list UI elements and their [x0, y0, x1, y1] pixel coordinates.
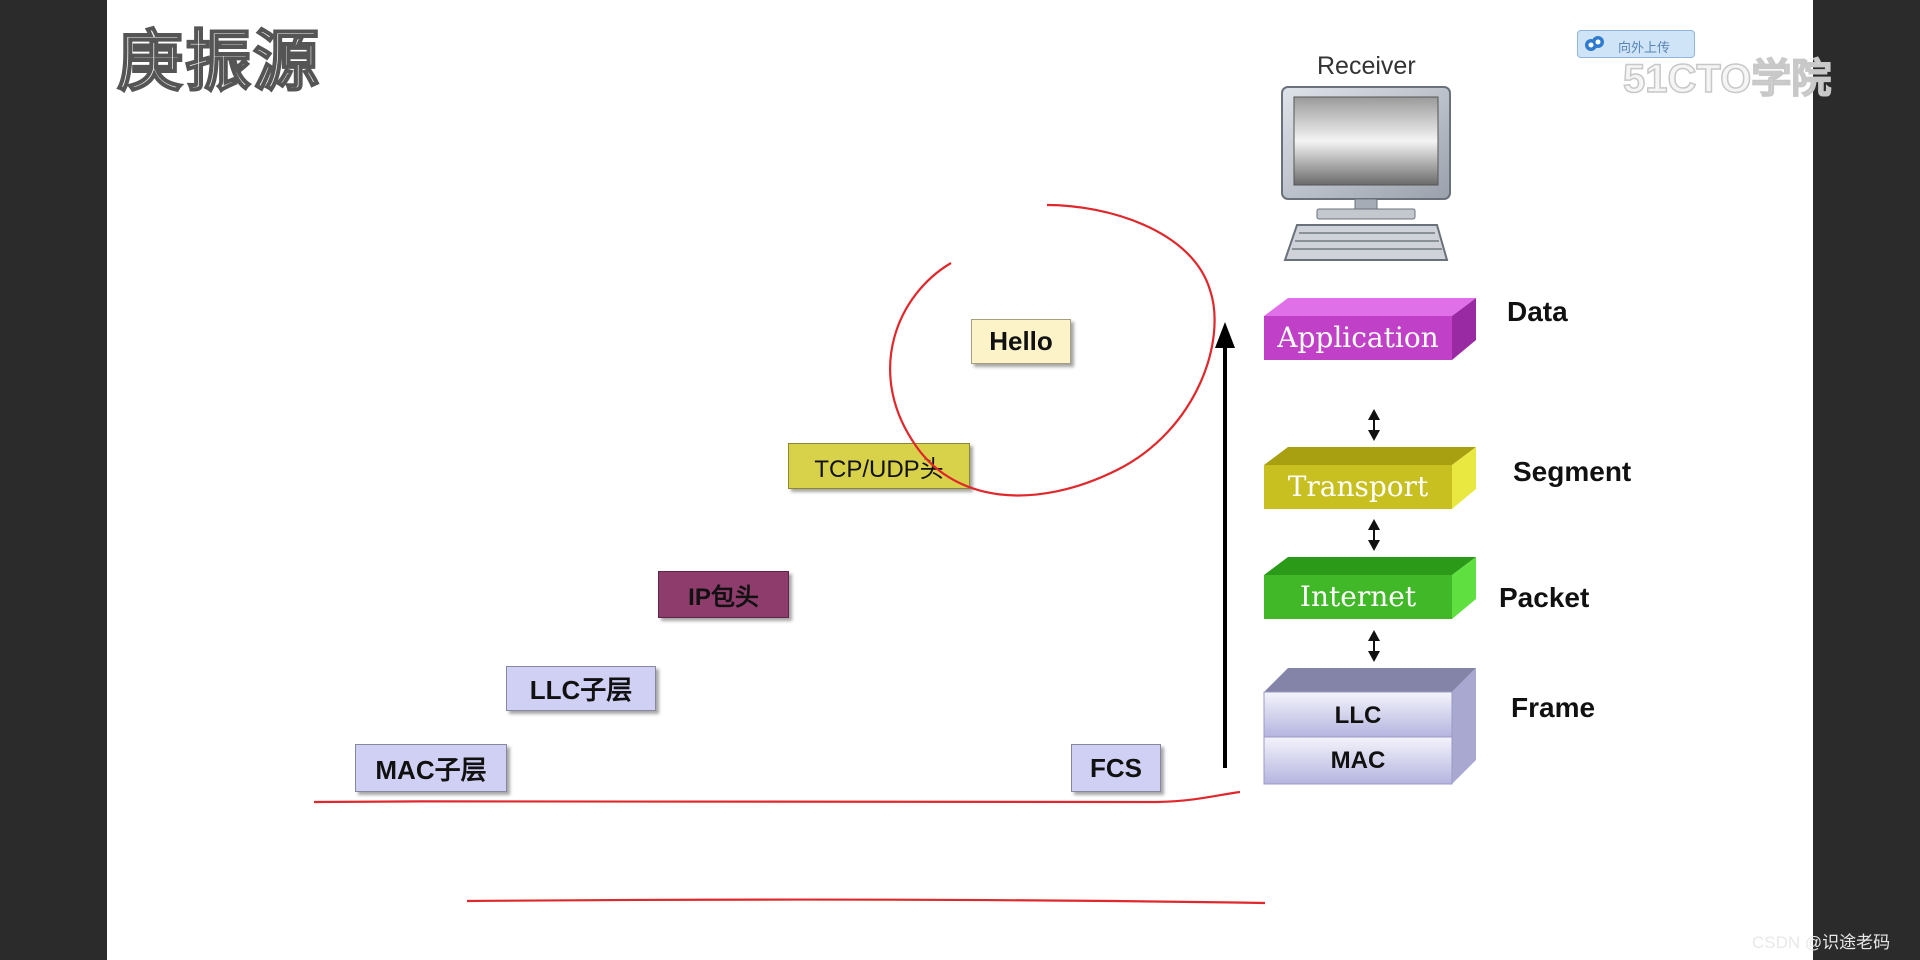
- double-arrow-icon: [1368, 630, 1380, 662]
- cloud-icon: [1585, 36, 1604, 51]
- hello-box: Hello: [971, 319, 1071, 364]
- mac-sublayer-box: MAC子层: [355, 744, 507, 792]
- tcp-udp-header-box: TCP/UDP头: [788, 443, 970, 489]
- mac-layer-label: MAC: [1330, 747, 1386, 774]
- brand-small-text: 向外上传: [1618, 40, 1671, 55]
- internet-layer-label: Internet: [1299, 579, 1417, 613]
- llc-sublayer-box: LLC子层: [506, 666, 656, 711]
- application-layer-label: Application: [1277, 320, 1439, 354]
- computer-icon: [1281, 86, 1451, 261]
- pdu-frame-label: Frame: [1511, 692, 1596, 723]
- slide: 庚振源 向外上传 51CTO学院 Receiver: [107, 0, 1832, 960]
- upward-arrow: [1215, 322, 1235, 768]
- receiver-label: Receiver: [1317, 52, 1416, 80]
- fcs-box: FCS: [1071, 744, 1161, 792]
- brand-main-text: 51CTO学院: [1622, 56, 1832, 102]
- brand-logo: 向外上传 51CTO学院: [1577, 28, 1832, 102]
- brand-badge: 向外上传: [1577, 30, 1695, 58]
- pdu-segment-label: Segment: [1513, 456, 1632, 487]
- footer-credit: CSDN @识途老码: [1752, 933, 1891, 952]
- internet-layer-block: Internet: [1264, 557, 1476, 620]
- datalink-layer-block: LLC MAC: [1263, 668, 1476, 785]
- double-arrow-icon: [1368, 519, 1380, 551]
- pdu-data-label: Data: [1507, 296, 1568, 327]
- double-arrow-icon: [1368, 409, 1380, 441]
- transport-layer-label: Transport: [1287, 469, 1429, 503]
- application-layer-block: Application: [1264, 298, 1476, 361]
- ip-header-box: IP包头: [658, 571, 789, 618]
- watermark-title: 庚振源: [116, 22, 321, 101]
- llc-layer-label: LLC: [1334, 702, 1382, 729]
- pdu-packet-label: Packet: [1499, 582, 1590, 613]
- transport-layer-block: Transport: [1264, 447, 1476, 510]
